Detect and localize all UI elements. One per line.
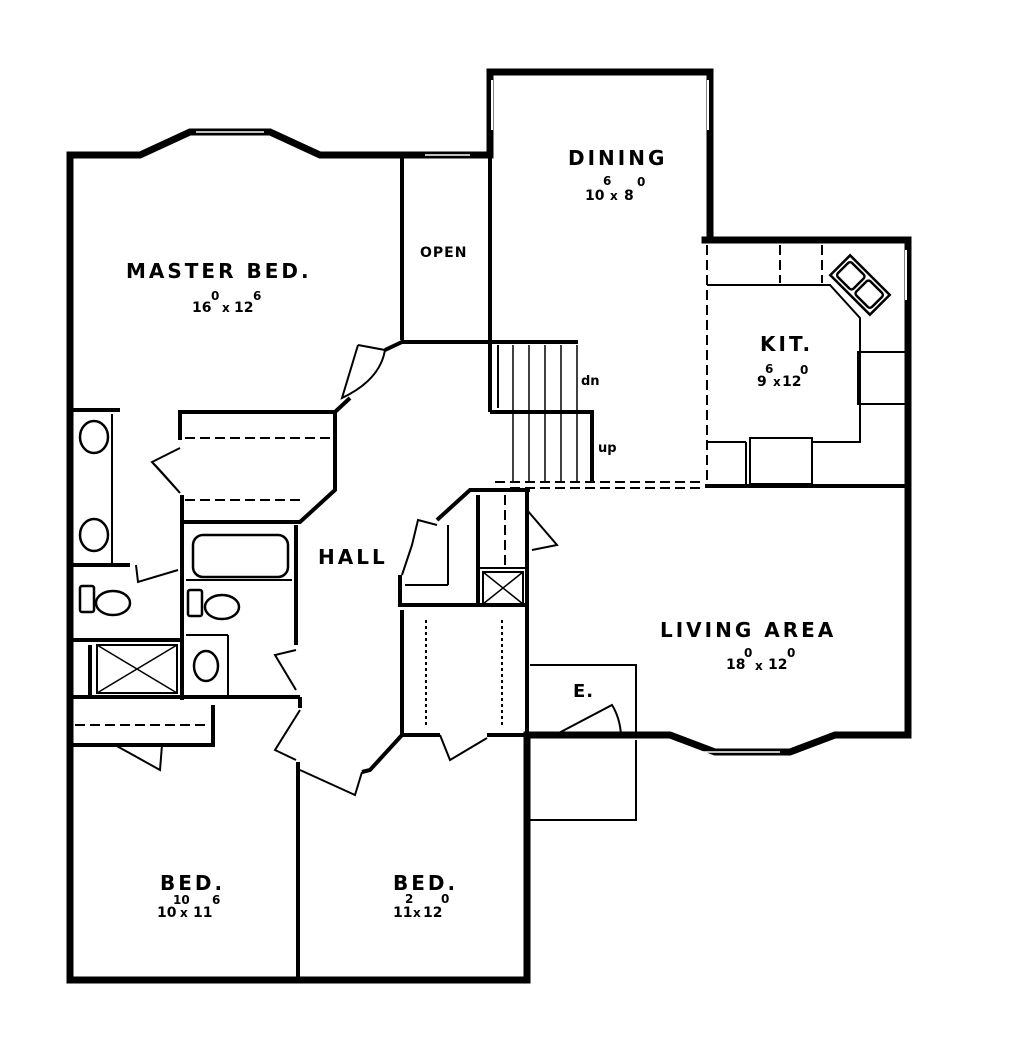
room-labels: MASTER BED. 16 0 x 12 6 OPEN DINING 10 6… xyxy=(126,146,836,921)
door-entry[interactable] xyxy=(554,703,622,736)
svg-text:0: 0 xyxy=(800,363,808,377)
room-dim-master-bed: 16 0 x 12 6 xyxy=(192,289,261,316)
room-label-living-area: LIVING AREA xyxy=(660,618,836,642)
svg-text:6: 6 xyxy=(765,362,773,376)
toilet-tank-icon xyxy=(186,588,204,618)
svg-text:11: 11 xyxy=(193,905,212,921)
door-master-closet[interactable] xyxy=(150,447,181,494)
svg-text:0: 0 xyxy=(441,892,449,906)
svg-text:18: 18 xyxy=(726,657,745,673)
svg-text:10: 10 xyxy=(585,188,605,204)
windows xyxy=(196,80,907,753)
door-master-bath[interactable] xyxy=(273,649,297,691)
door-master-wc[interactable] xyxy=(135,564,179,584)
room-label-master-bed: MASTER BED. xyxy=(126,259,312,283)
kitchen-fixtures xyxy=(707,245,907,485)
svg-text:10: 10 xyxy=(173,893,190,907)
room-label-hall: HALL xyxy=(318,545,388,569)
svg-text:6: 6 xyxy=(212,893,220,907)
svg-text:6: 6 xyxy=(253,289,261,303)
door-bed-right[interactable] xyxy=(299,769,363,797)
svg-text:8: 8 xyxy=(624,188,634,204)
svg-text:11: 11 xyxy=(393,905,412,921)
door-bed-right-closet[interactable] xyxy=(439,734,488,762)
svg-text:9: 9 xyxy=(757,374,767,390)
stairs: dn up xyxy=(497,345,617,482)
svg-text:0: 0 xyxy=(637,175,645,189)
svg-text:x: x xyxy=(413,906,421,920)
room-label-bed-right: BED. xyxy=(393,871,458,895)
toilet-icon xyxy=(94,589,132,617)
stairs-down-label: dn xyxy=(581,374,600,389)
room-label-entry: E. xyxy=(573,681,594,702)
svg-text:12: 12 xyxy=(423,905,442,921)
utility-chase-icon xyxy=(482,571,524,605)
svg-text:2: 2 xyxy=(405,892,413,906)
svg-text:0: 0 xyxy=(787,646,795,660)
bath-fixtures xyxy=(78,419,524,694)
doors xyxy=(114,344,622,797)
door-bed-left[interactable] xyxy=(114,744,163,772)
refrigerator-icon xyxy=(857,351,907,405)
door-living-closet[interactable] xyxy=(526,509,559,551)
exterior-walls xyxy=(66,68,912,984)
svg-text:x: x xyxy=(610,189,618,203)
svg-text:0: 0 xyxy=(744,646,752,660)
svg-text:x: x xyxy=(180,906,188,920)
shower-icon xyxy=(96,644,178,694)
svg-text:x: x xyxy=(773,375,781,389)
kitchen-sink-icon xyxy=(828,253,892,317)
sink-icon xyxy=(78,419,110,455)
svg-text:12: 12 xyxy=(782,374,801,390)
toilet-icon xyxy=(203,593,241,621)
svg-text:0: 0 xyxy=(211,289,219,303)
svg-text:6: 6 xyxy=(603,174,611,188)
room-dim-kitchen: 9 6 x 12 0 xyxy=(757,362,808,390)
toilet-tank-icon xyxy=(78,584,96,614)
room-label-dining: DINING xyxy=(568,146,667,170)
bathtub-icon xyxy=(191,533,290,579)
entry-porch xyxy=(530,664,640,821)
range-icon xyxy=(749,437,813,485)
door-hall-bath[interactable] xyxy=(273,709,301,761)
room-dim-living-area: 18 0 x 12 0 xyxy=(726,646,795,673)
svg-text:x: x xyxy=(755,659,763,673)
svg-text:16: 16 xyxy=(192,300,211,316)
svg-text:12: 12 xyxy=(768,657,787,673)
interior-walls xyxy=(70,158,908,980)
svg-text:12: 12 xyxy=(234,300,253,316)
svg-text:10: 10 xyxy=(157,905,177,921)
room-label-open: OPEN xyxy=(420,245,467,261)
room-label-bed-left: BED. xyxy=(160,871,225,895)
stairs-up-label: up xyxy=(598,441,617,456)
door-master-bed[interactable] xyxy=(340,344,386,400)
sink-icon xyxy=(192,649,220,683)
room-dim-bed-right: 11 2 x 12 0 xyxy=(393,892,449,921)
room-dim-dining: 10 6 x 8 0 xyxy=(585,174,645,204)
sink-icon xyxy=(78,517,110,553)
room-dim-bed-left: 10 10 x 11 6 xyxy=(157,893,220,921)
room-label-kitchen: KIT. xyxy=(760,332,813,356)
svg-text:x: x xyxy=(222,301,230,315)
door-hall-closet[interactable] xyxy=(401,518,438,576)
